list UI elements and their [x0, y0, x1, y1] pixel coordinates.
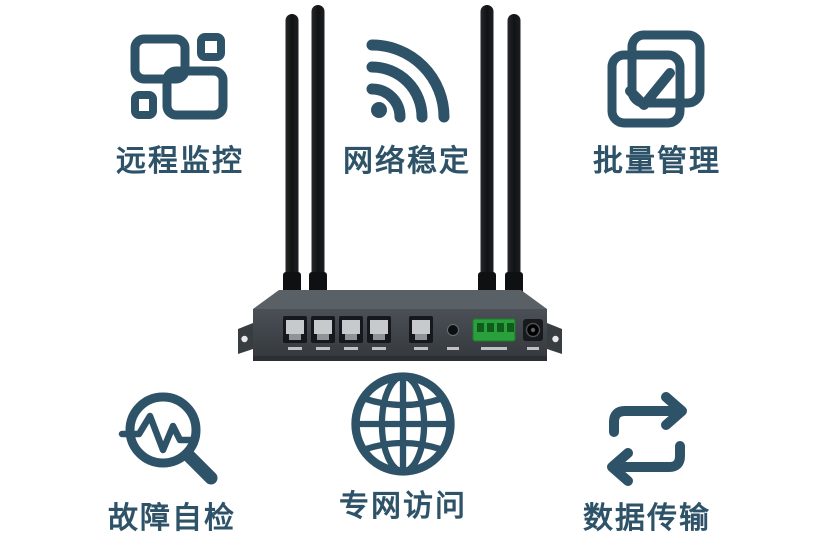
feature-remote-monitoring: 远程监控 — [80, 25, 280, 177]
feature-label: 数据传输 — [583, 501, 711, 536]
feature-data-transmission: 数据传输 — [547, 382, 747, 534]
wifi-icon — [352, 25, 462, 137]
router-lan-ports — [283, 316, 391, 350]
magnifier-pulse-icon — [117, 382, 227, 494]
router-power-jack — [523, 319, 543, 350]
feature-label: 专网访问 — [339, 489, 467, 524]
feature-label: 网络稳定 — [343, 144, 471, 179]
router-terminal-block — [472, 318, 516, 350]
feature-label: 远程监控 — [116, 144, 244, 179]
stacked-check-icon — [602, 25, 712, 137]
feature-label: 故障自检 — [108, 501, 236, 536]
feature-batch-management: 批量管理 — [557, 25, 757, 177]
feature-private-network-access: 专网访问 — [303, 370, 503, 522]
router-image — [238, 5, 562, 361]
multi-screen-icon — [125, 25, 235, 137]
swap-arrows-icon — [592, 382, 702, 494]
router-wan-port — [409, 316, 433, 350]
router-antennas — [283, 5, 523, 296]
feature-label: 批量管理 — [593, 144, 721, 179]
feature-fault-self-check: 故障自检 — [72, 382, 272, 534]
router-reset-button — [447, 324, 459, 350]
feature-network-stability: 网络稳定 — [307, 25, 507, 177]
globe-icon — [345, 370, 461, 482]
